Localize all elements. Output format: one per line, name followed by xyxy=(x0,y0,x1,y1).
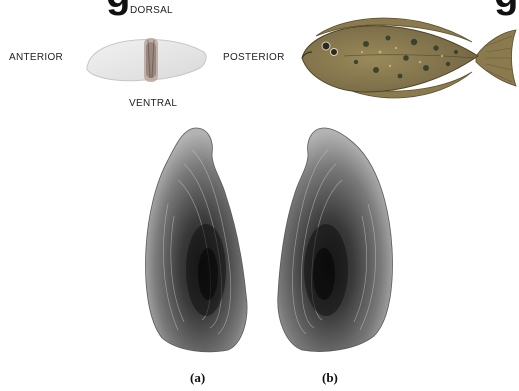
anterior-label: ANTERIOR xyxy=(9,52,63,63)
dorsal-label: DORSAL xyxy=(130,5,173,16)
panel-a-label: (a) xyxy=(190,370,205,386)
otolith-section-a-image xyxy=(138,124,258,356)
panel-b-label: (b) xyxy=(322,370,338,386)
posterior-label: POSTERIOR xyxy=(223,52,285,63)
flounder-fish-image xyxy=(296,6,519,110)
ventral-label: VENTRAL xyxy=(129,98,177,109)
otolith-orientation-image xyxy=(84,28,212,94)
cropped-title-fragment-left: g xyxy=(106,0,130,17)
otolith-section-b-image xyxy=(272,124,402,356)
